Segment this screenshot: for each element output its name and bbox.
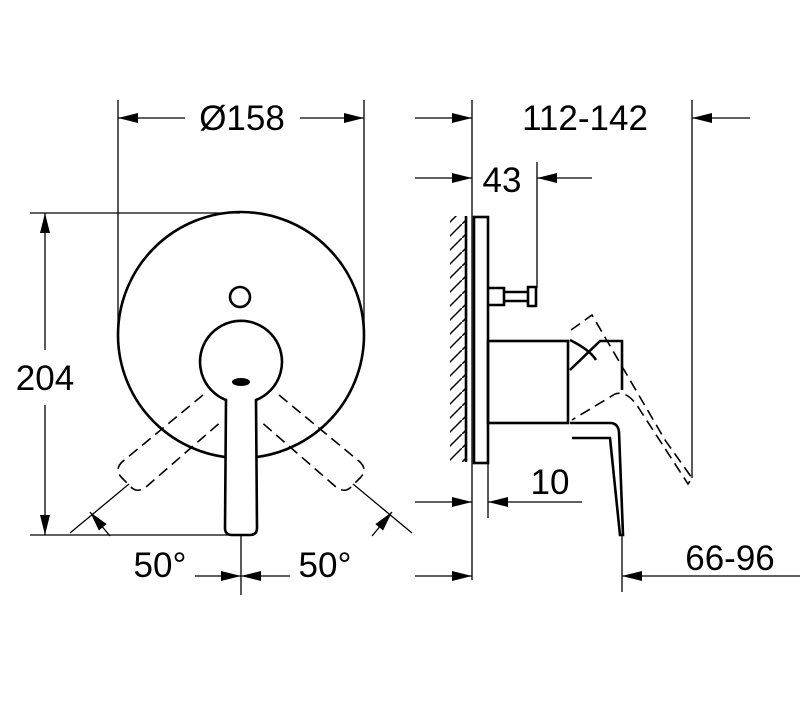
wall-hatching: [450, 216, 466, 462]
lever-indicator: [232, 378, 250, 386]
angle-left-label: 50°: [134, 546, 187, 585]
lever-rotated-left: [117, 394, 224, 492]
plate-thickness-label: 10: [531, 463, 570, 502]
front-view: Ø158 204 50° 50°: [16, 99, 413, 595]
diameter-label: Ø158: [199, 99, 285, 138]
diverter-knob-side: [488, 285, 538, 308]
diverter-knob: [228, 285, 252, 309]
lever-range-label: 66-96: [685, 539, 775, 578]
height-label: 204: [16, 359, 74, 398]
lever-raised-position: [570, 313, 693, 486]
angle-right-label: 50°: [299, 546, 352, 585]
lever-handle: [198, 319, 284, 537]
pin-depth-label: 43: [483, 161, 522, 200]
lever-rotated-right: [258, 394, 365, 492]
cover-plate-side: [472, 215, 490, 465]
depth-range-label: 112-142: [522, 99, 648, 138]
lever-side: [569, 339, 625, 537]
side-view: 112-142 43 10 66-96: [415, 99, 800, 592]
valve-body: [486, 339, 570, 425]
